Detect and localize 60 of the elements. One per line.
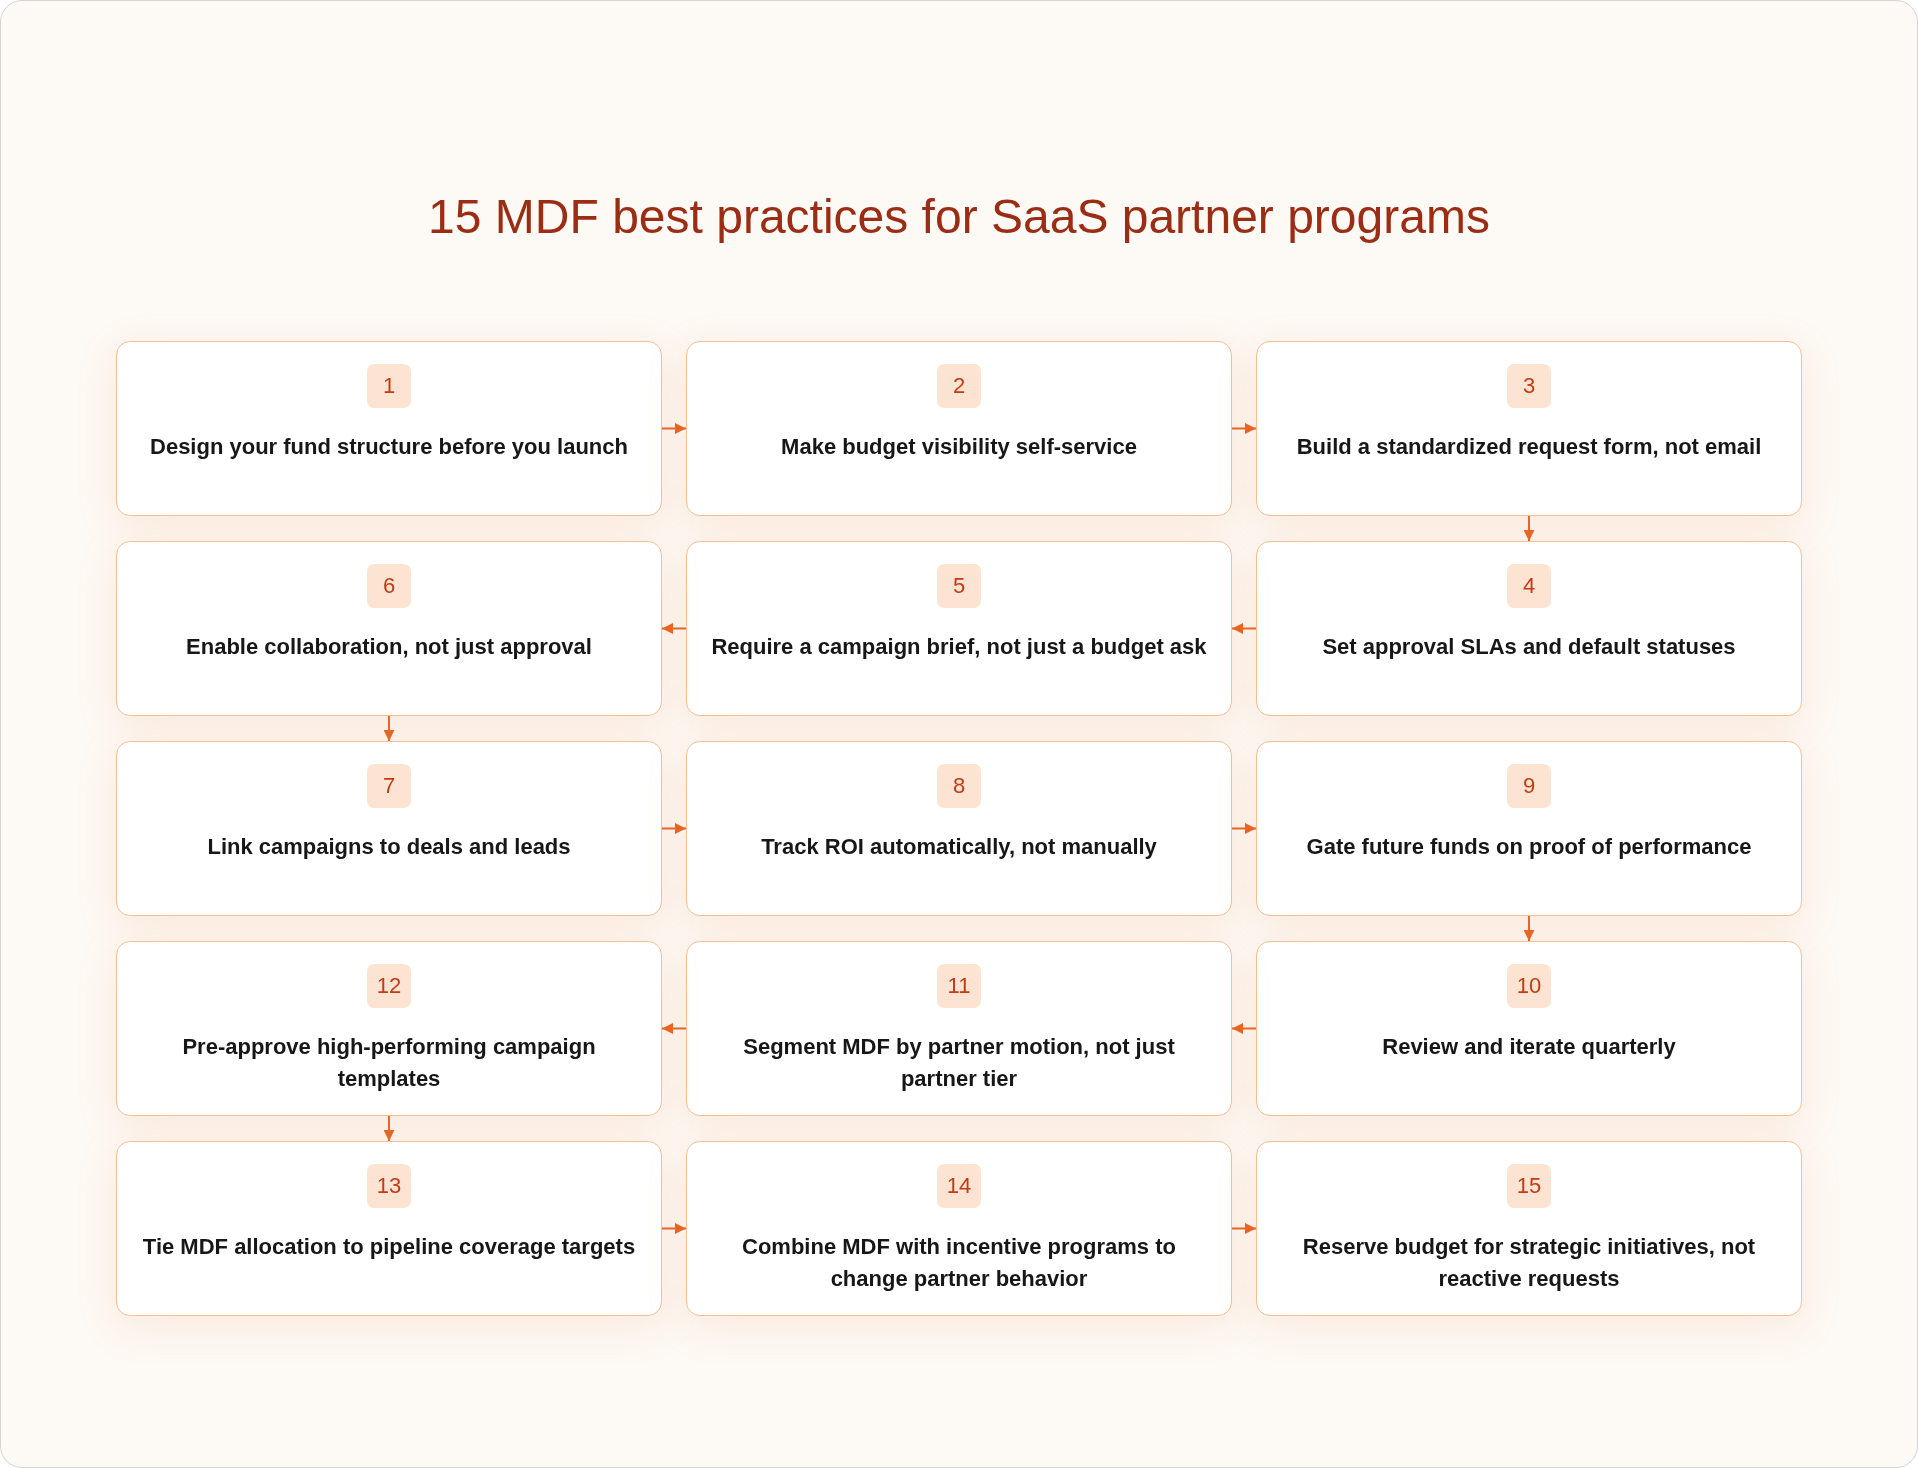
connector-arrow — [1231, 623, 1257, 634]
step-card — [116, 941, 662, 1116]
connector-arrow — [1231, 1223, 1257, 1234]
step-text: Build a standardized request form, not email — [1295, 433, 1763, 461]
step-number: 11 — [937, 964, 981, 1008]
step-text: Tie MDF allocation to pipeline coverage targets — [141, 1233, 637, 1261]
step-number: 1 — [367, 364, 411, 408]
step-card — [1256, 341, 1802, 516]
connector-arrow — [1231, 1023, 1257, 1034]
diagram-title: 15 MDF best practices for SaaS partner programs — [428, 189, 1490, 245]
step-text: Review and iterate quarterly — [1381, 1033, 1677, 1061]
step-number: 7 — [367, 764, 411, 808]
step-card — [116, 1141, 662, 1316]
connector-arrow — [1231, 823, 1257, 834]
step-card — [686, 541, 1232, 716]
step-number: 13 — [367, 1164, 411, 1208]
step-card — [116, 741, 662, 916]
step-number: 2 — [937, 364, 981, 408]
step-number: 4 — [1507, 564, 1551, 608]
step-number: 5 — [937, 564, 981, 608]
step-text: Track ROI automatically, not manually — [760, 833, 1158, 861]
connector-arrow — [661, 1223, 687, 1234]
step-text: Require a campaign brief, not just a budget ask — [710, 633, 1208, 661]
step-text: Combine MDF with incentive programs to change partner behavior — [741, 1233, 1177, 1293]
step-card — [1256, 541, 1802, 716]
connector-arrow — [1523, 915, 1535, 942]
step-text: Enable collaboration, not just approval — [185, 633, 593, 661]
step-number: 15 — [1507, 1164, 1551, 1208]
step-card — [116, 341, 662, 516]
step-text: Set approval SLAs and default statuses — [1321, 633, 1737, 661]
connector-arrow — [383, 715, 395, 742]
step-card — [686, 1141, 1232, 1316]
connector-arrow — [661, 1023, 687, 1034]
step-number: 6 — [367, 564, 411, 608]
step-number: 3 — [1507, 364, 1551, 408]
step-text: Segment MDF by partner motion, not just partner tier — [742, 1033, 1176, 1093]
step-card — [116, 541, 662, 716]
step-number: 10 — [1507, 964, 1551, 1008]
connector-arrow — [383, 1115, 395, 1142]
step-number: 14 — [937, 1164, 981, 1208]
step-text: Make budget visibility self-service — [780, 433, 1138, 461]
step-card — [1256, 741, 1802, 916]
step-card — [1256, 1141, 1802, 1316]
step-text: Reserve budget for strategic initiatives, not reactive requests — [1301, 1233, 1757, 1293]
connector-arrow — [661, 623, 687, 634]
step-card — [686, 341, 1232, 516]
step-text: Link campaigns to deals and leads — [206, 833, 572, 861]
connector-arrow — [661, 423, 687, 434]
step-card — [1256, 941, 1802, 1116]
step-text: Gate future funds on proof of performance — [1305, 833, 1753, 861]
connector-arrow — [1231, 423, 1257, 434]
step-text: Pre-approve high-performing campaign templates — [181, 1033, 597, 1093]
connector-arrow — [661, 823, 687, 834]
step-card — [686, 741, 1232, 916]
step-number: 8 — [937, 764, 981, 808]
step-number: 9 — [1507, 764, 1551, 808]
step-text: Design your fund structure before you launch — [149, 433, 629, 461]
step-number: 12 — [367, 964, 411, 1008]
step-card — [686, 941, 1232, 1116]
connector-arrow — [1523, 515, 1535, 542]
